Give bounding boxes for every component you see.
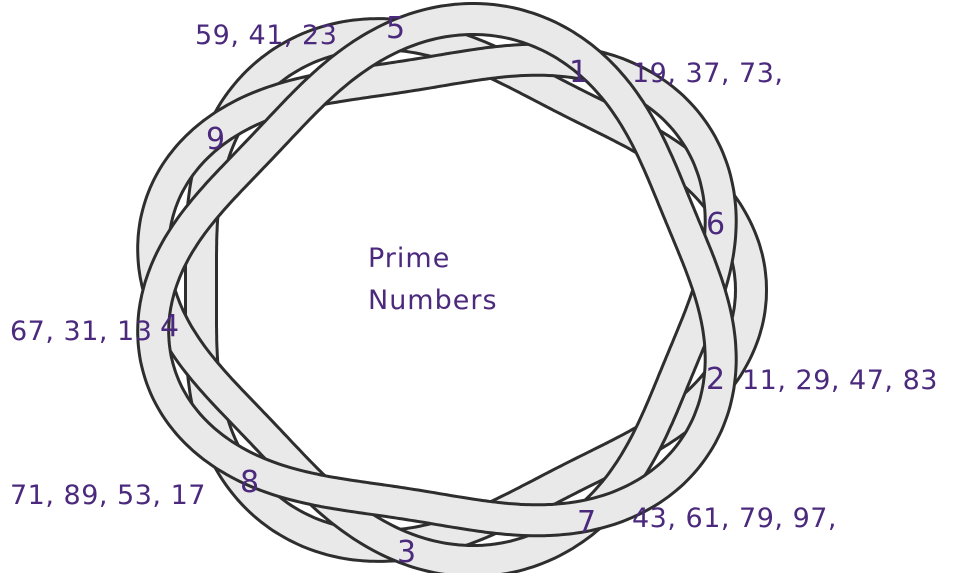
prime-list-5: 59, 41, 23	[195, 20, 338, 51]
node-digit-4: 4	[160, 309, 180, 344]
node-digit-8: 8	[240, 465, 260, 500]
node-digit-9: 9	[206, 122, 226, 157]
node-digit-5: 5	[386, 11, 406, 46]
node-digit-3: 3	[397, 535, 417, 570]
prime-list-1: 19, 37, 73,	[632, 58, 784, 89]
braid-strands	[136, 2, 768, 573]
node-digit-2: 2	[706, 362, 726, 397]
braid-strand-fill-3	[139, 5, 735, 535]
prime-list-2: 11, 29, 47, 83	[742, 365, 938, 396]
center-label-line1: Prime	[368, 243, 451, 274]
prime-list-7: 43, 61, 79, 97,	[632, 503, 838, 534]
node-digit-1: 1	[569, 55, 589, 90]
braid-strand-fill-1	[187, 20, 765, 560]
center-label-line2: Numbers	[368, 285, 498, 316]
node-digit-6: 6	[706, 207, 726, 242]
prime-list-4: 67, 31, 13	[10, 316, 153, 347]
prime-list-8: 71, 89, 53, 17	[10, 480, 206, 511]
node-digit-7: 7	[577, 505, 597, 540]
